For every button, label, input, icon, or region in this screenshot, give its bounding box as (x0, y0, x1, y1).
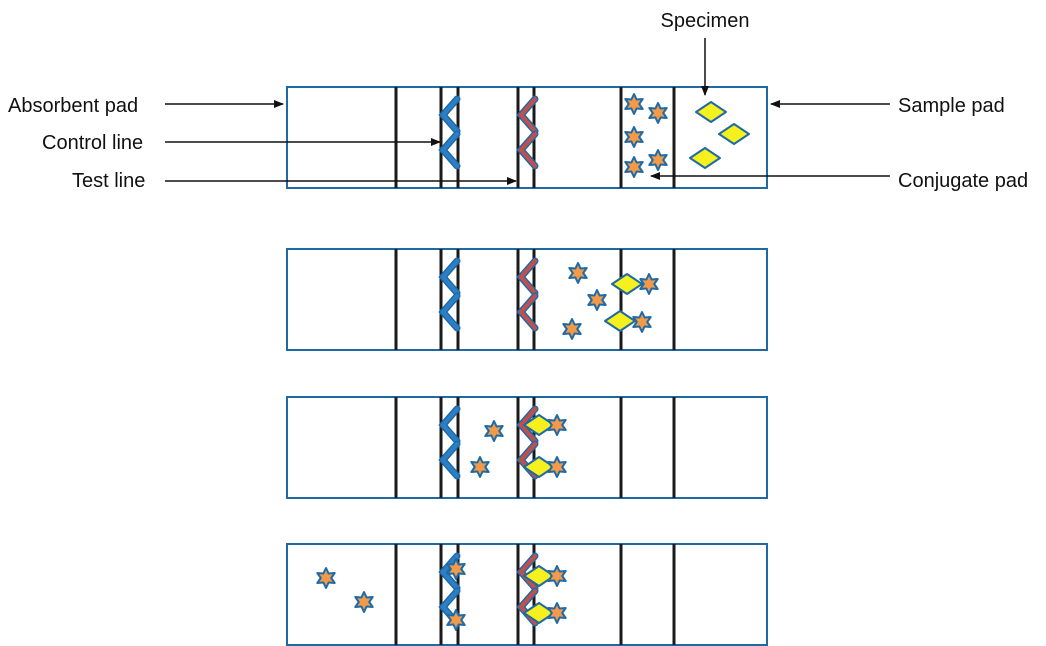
antigen (695, 101, 727, 123)
test-antibody (518, 294, 537, 330)
gold-particle (568, 262, 588, 284)
test-antibody (518, 259, 537, 295)
gold-particle (639, 273, 659, 295)
gold-particle (484, 420, 504, 442)
gold-particle (547, 456, 567, 478)
control-antibody (440, 407, 459, 443)
gold-particle (547, 414, 567, 436)
control-antibody (440, 97, 459, 133)
label-sample-pad: Sample pad (898, 95, 1005, 117)
antigen (718, 123, 750, 145)
strips-layer (286, 86, 768, 646)
gold-particle (354, 591, 374, 613)
annotations-layer: Specimen Absorbent pad Control line Test… (8, 10, 1028, 192)
control-antibody (440, 554, 459, 590)
gold-particle (624, 126, 644, 148)
gold-particle (648, 102, 668, 124)
test-antibody (518, 407, 537, 443)
gold-particle (470, 456, 490, 478)
strip-border (286, 543, 768, 646)
label-absorbent-pad: Absorbent pad (8, 95, 138, 117)
test-antibody (518, 554, 537, 590)
gold-particle (446, 609, 466, 631)
gold-particle (446, 558, 466, 580)
antigen (611, 273, 643, 295)
gold-particle (316, 567, 336, 589)
gold-particle (624, 156, 644, 178)
label-test-line: Test line (72, 170, 145, 192)
label-control-line: Control line (42, 132, 143, 154)
gold-particle (562, 318, 582, 340)
control-antibody (440, 259, 459, 295)
gold-particle (547, 565, 567, 587)
control-antibody (440, 294, 459, 330)
control-antibody (440, 442, 459, 478)
gold-particle (547, 602, 567, 624)
gold-particle (587, 289, 607, 311)
antigen (689, 147, 721, 169)
strip-2 (286, 248, 768, 351)
strip-1 (286, 86, 768, 189)
strip-border (286, 248, 768, 351)
strip-4 (286, 543, 768, 646)
test-antibody (518, 132, 537, 168)
test-antibody (518, 97, 537, 133)
control-antibody (440, 132, 459, 168)
gold-particle (632, 311, 652, 333)
label-specimen: Specimen (661, 10, 750, 32)
strip-border (286, 396, 768, 499)
strip-border (286, 86, 768, 189)
strip-3 (286, 396, 768, 499)
gold-particle (648, 149, 668, 171)
label-conjugate-pad: Conjugate pad (898, 170, 1028, 192)
gold-particle (624, 93, 644, 115)
